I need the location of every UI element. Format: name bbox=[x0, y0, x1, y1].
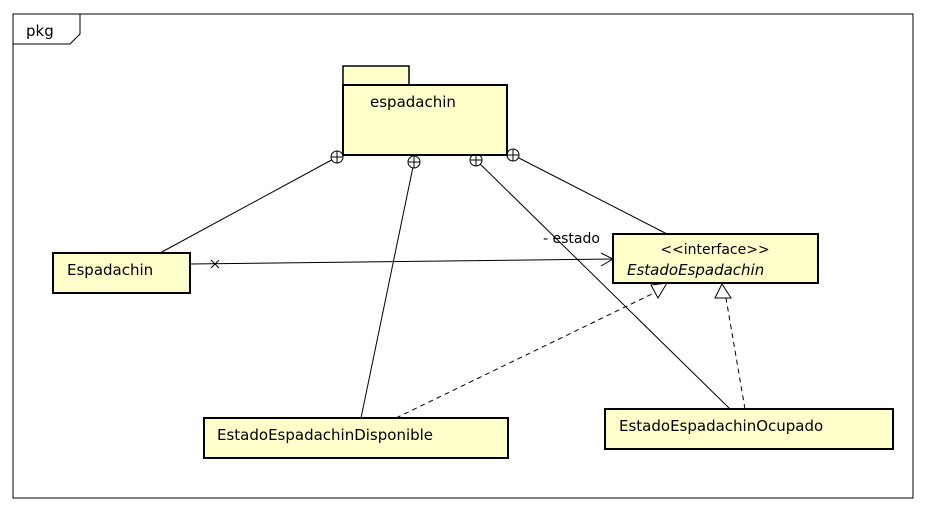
class-disponible-name: EstadoEspadachinDisponible bbox=[217, 426, 433, 444]
non-navigable-cross-b bbox=[210, 259, 220, 269]
package-tab bbox=[342, 65, 410, 87]
interface-estado-espadachin[interactable]: <<interface>> EstadoEspadachin bbox=[612, 233, 819, 284]
class-espadachin[interactable]: Espadachin bbox=[52, 252, 191, 294]
realization-arrowhead-ocupado bbox=[714, 282, 732, 299]
class-disponible-box bbox=[203, 417, 509, 459]
class-espadachin-box bbox=[52, 252, 191, 294]
package-name: espadachin bbox=[370, 93, 456, 111]
containment-markers bbox=[330, 148, 520, 169]
containment-marker-4 bbox=[506, 148, 520, 162]
realization-arrowhead-disponible bbox=[650, 282, 668, 300]
class-espadachin-name: Espadachin bbox=[67, 261, 153, 279]
frame-border bbox=[12, 13, 914, 499]
association-line bbox=[189, 258, 614, 265]
package-espadachin[interactable]: espadachin bbox=[342, 65, 508, 156]
class-ocupado-name: EstadoEspadachinOcupado bbox=[619, 417, 823, 435]
containment-marker-1 bbox=[330, 150, 344, 164]
realization-line-ocupado bbox=[725, 297, 746, 410]
class-ocupado-box bbox=[604, 408, 894, 450]
interface-box bbox=[612, 233, 819, 284]
containment-line-ocupado bbox=[475, 159, 731, 410]
package-body bbox=[342, 84, 508, 156]
containment-line-disponible bbox=[360, 161, 415, 419]
realization-line-disponible bbox=[395, 291, 657, 419]
class-estado-ocupado[interactable]: EstadoEspadachinOcupado bbox=[604, 408, 894, 450]
containment-marker-2 bbox=[407, 155, 421, 169]
interface-name: EstadoEspadachin bbox=[627, 261, 764, 279]
association-role-label: - estado bbox=[543, 231, 600, 247]
frame-tab bbox=[12, 14, 81, 45]
interface-stereotype: <<interface>> bbox=[660, 242, 769, 258]
class-estado-disponible[interactable]: EstadoEspadachinDisponible bbox=[203, 417, 509, 459]
containment-lines bbox=[159, 154, 731, 419]
realization-lines bbox=[395, 282, 746, 419]
frame-label: pkg bbox=[26, 22, 54, 40]
containment-line-espadachin bbox=[159, 156, 338, 254]
containment-line-interface bbox=[512, 154, 668, 235]
association-estado bbox=[189, 252, 615, 269]
